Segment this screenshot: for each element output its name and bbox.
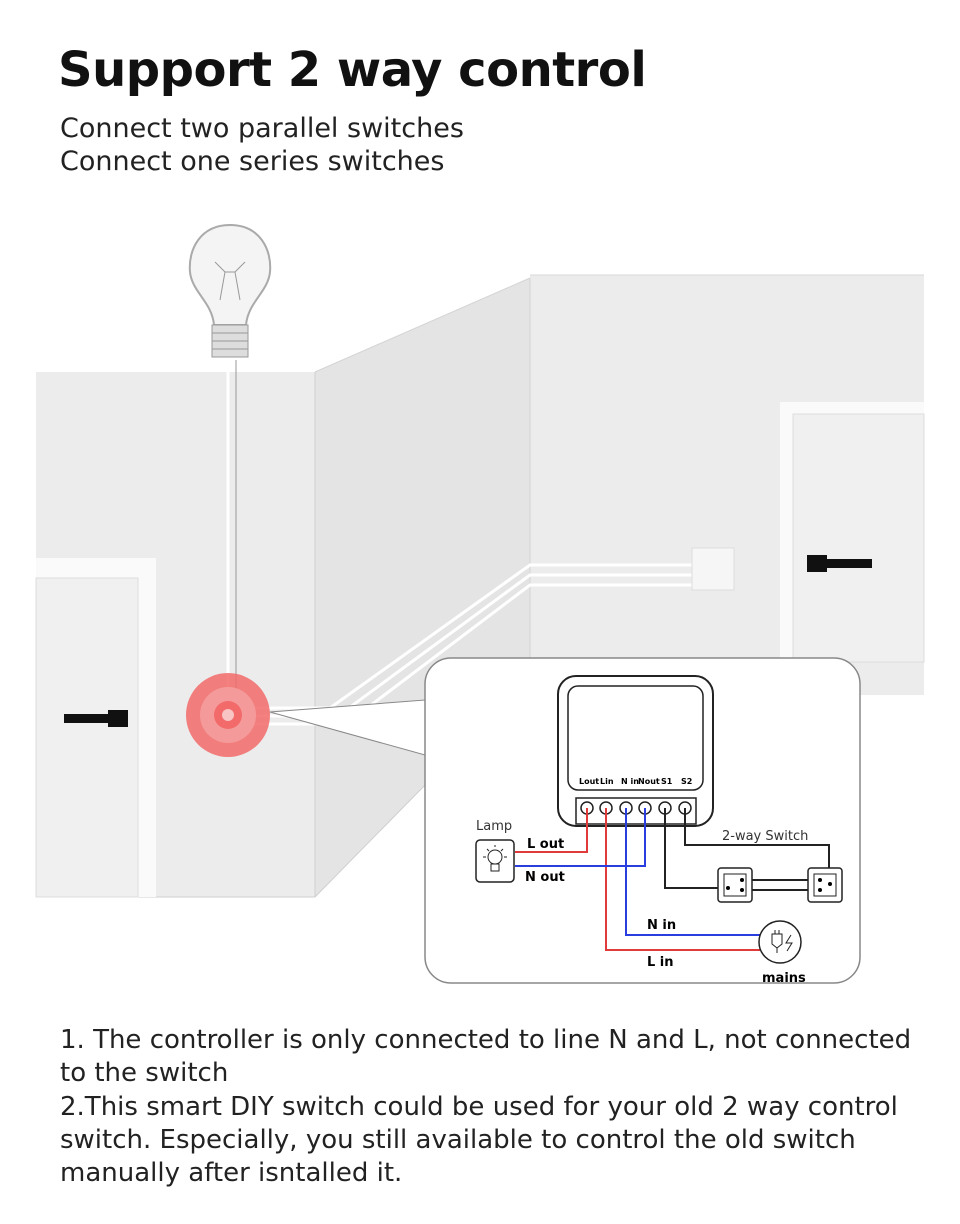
lamp-icon [475, 839, 515, 883]
mains-label: mains [762, 971, 806, 986]
two-way-switch-icon-1 [717, 867, 753, 903]
l-out-label: L out [527, 837, 564, 852]
smart-switch-location-highlight [186, 673, 270, 757]
wall-switch [691, 547, 735, 591]
note-1: 1. The controller is only connected to l… [60, 1025, 912, 1088]
terminal-label-lin: Lin [600, 777, 614, 786]
right-door [780, 402, 925, 663]
subtitle-line-1: Connect two parallel switches [60, 113, 464, 144]
terminal-label-s1: S1 [661, 777, 673, 786]
terminal-label-lout: Lout [579, 777, 599, 786]
left-door [35, 558, 156, 898]
switch-label: 2-way Switch [722, 829, 808, 844]
subtitle-line-2: Connect one series switches [60, 146, 445, 177]
l-in-label: L in [647, 955, 674, 970]
lamp-label: Lamp [476, 819, 512, 834]
left-door-handle [64, 714, 114, 723]
n-out-wire [515, 808, 646, 867]
two-way-switch-icon-2 [807, 867, 843, 903]
mains-plug-icon [758, 920, 802, 964]
note-2: 2.This smart DIY switch could be used fo… [60, 1092, 898, 1188]
terminal-label-s2: S2 [681, 777, 692, 786]
terminal-label-nout: Nout [638, 777, 660, 786]
l-out-wire [515, 808, 588, 853]
s1-wire [664, 808, 728, 889]
smart-switch-module: Lout Lin N in Nout S1 S2 [557, 675, 714, 827]
wiring-lines [515, 808, 830, 951]
l-in-wire [605, 808, 760, 951]
light-bulb-icon [188, 223, 272, 358]
n-out-label: N out [525, 870, 565, 885]
n-in-label: N in [647, 918, 676, 933]
terminal-label-nin: N in [621, 777, 639, 786]
wall-wires [226, 360, 695, 726]
page-title: Support 2 way control [58, 42, 647, 98]
n-in-wire [625, 808, 760, 936]
s2-wire [684, 808, 830, 880]
